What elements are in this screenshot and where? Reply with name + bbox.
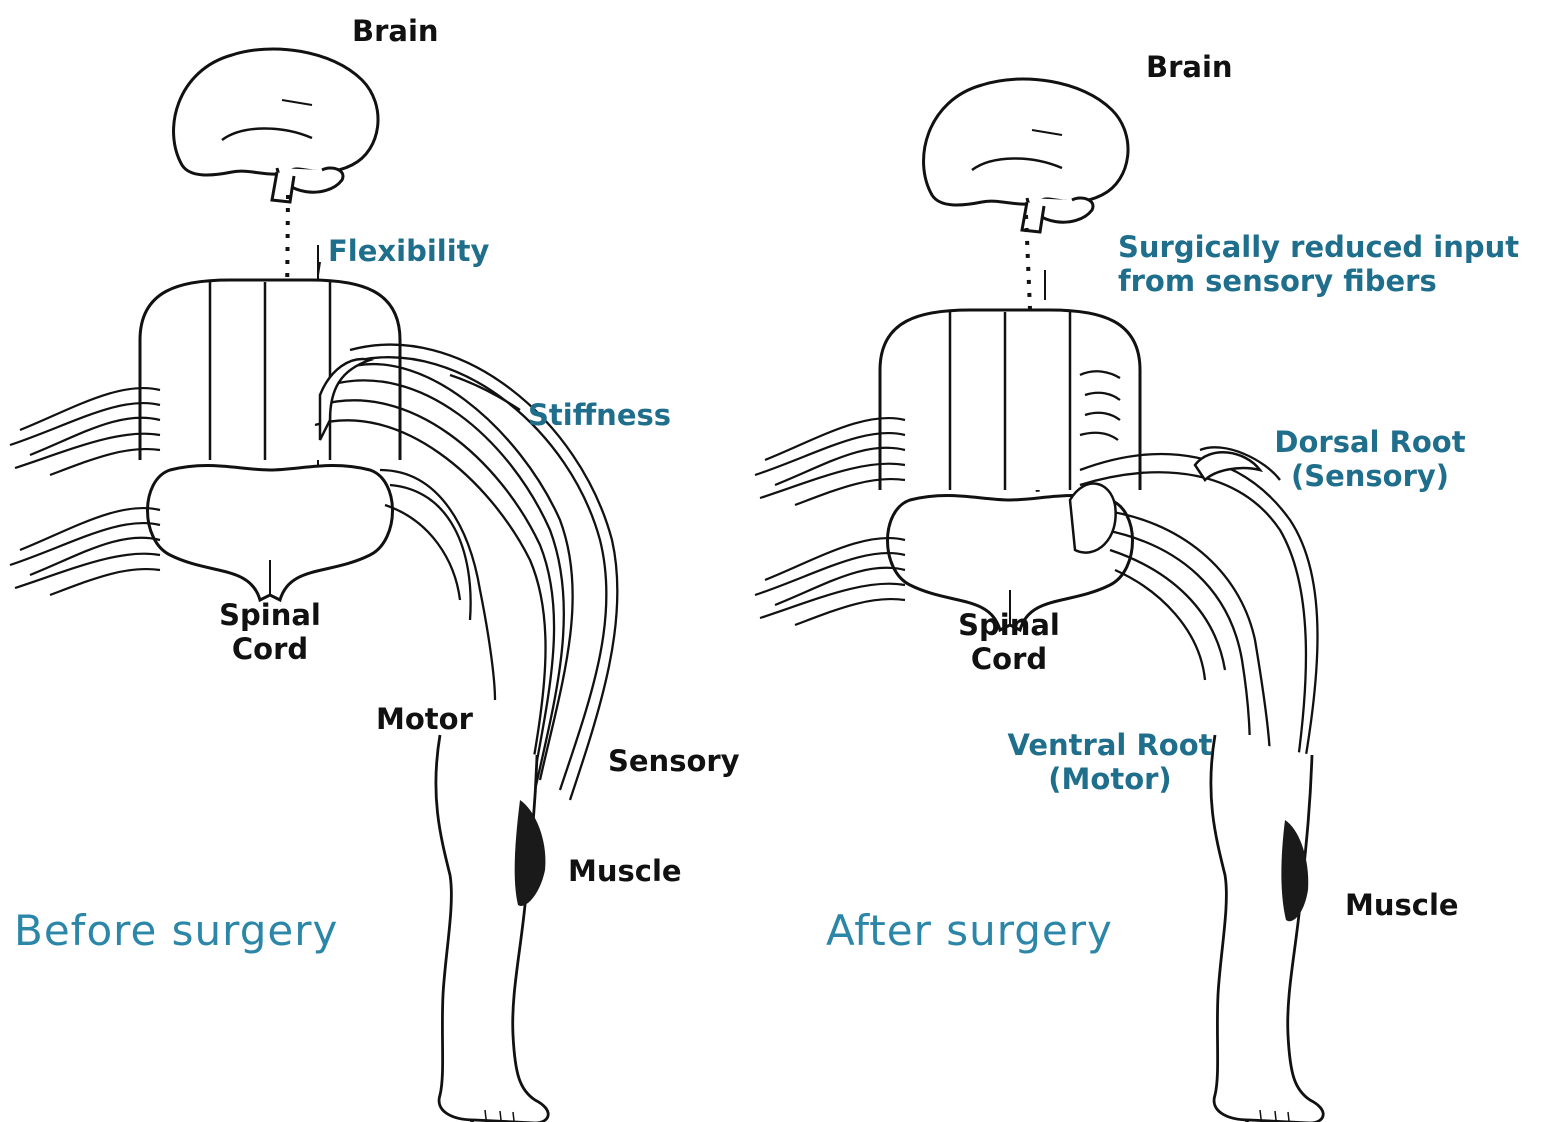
before-brain-label: Brain [352,14,439,48]
before-spinal-cord-line1: Spinal [205,598,335,632]
after-brain-label: Brain [1146,50,1233,84]
after-spinal-cord-line2: Cord [944,642,1074,676]
after-spinal-cord-drawing [880,310,1140,630]
before-leg-drawing [431,735,548,1122]
stiffness-label: Stiffness [528,398,671,432]
sensory-label: Sensory [608,744,740,778]
dorsal-root-line1: Dorsal Root [1260,425,1480,459]
after-spinal-cord-line1: Spinal [944,608,1074,642]
before-spinal-cord-line2: Cord [205,632,335,666]
after-spinal-cord-label: Spinal Cord [944,608,1074,676]
before-brain-drawing [174,49,378,202]
before-muscle-label: Muscle [568,854,682,888]
before-panel [10,49,617,1122]
before-surgery-heading: Before surgery [14,906,338,956]
reduced-input-label: Surgically reduced input from sensory fi… [1118,230,1519,298]
reduced-input-line1: Surgically reduced input [1118,230,1519,264]
dorsal-root-label: Dorsal Root (Sensory) [1260,425,1480,493]
motor-label: Motor [376,702,473,736]
ventral-root-label: Ventral Root (Motor) [995,728,1225,796]
after-brain-drawing [924,79,1128,232]
flexibility-label: Flexibility [328,234,489,268]
before-spinal-cord-drawing [140,280,400,600]
after-surgery-heading: After surgery [826,906,1113,956]
ventral-root-line1: Ventral Root [995,728,1225,762]
before-spinal-cord-label: Spinal Cord [205,598,335,666]
ventral-root-line2: (Motor) [995,762,1225,796]
dorsal-root-line2: (Sensory) [1260,459,1480,493]
after-muscle-label: Muscle [1345,888,1459,922]
before-muscle-drawing [515,800,546,906]
reduced-input-line2: from sensory fibers [1118,264,1519,298]
